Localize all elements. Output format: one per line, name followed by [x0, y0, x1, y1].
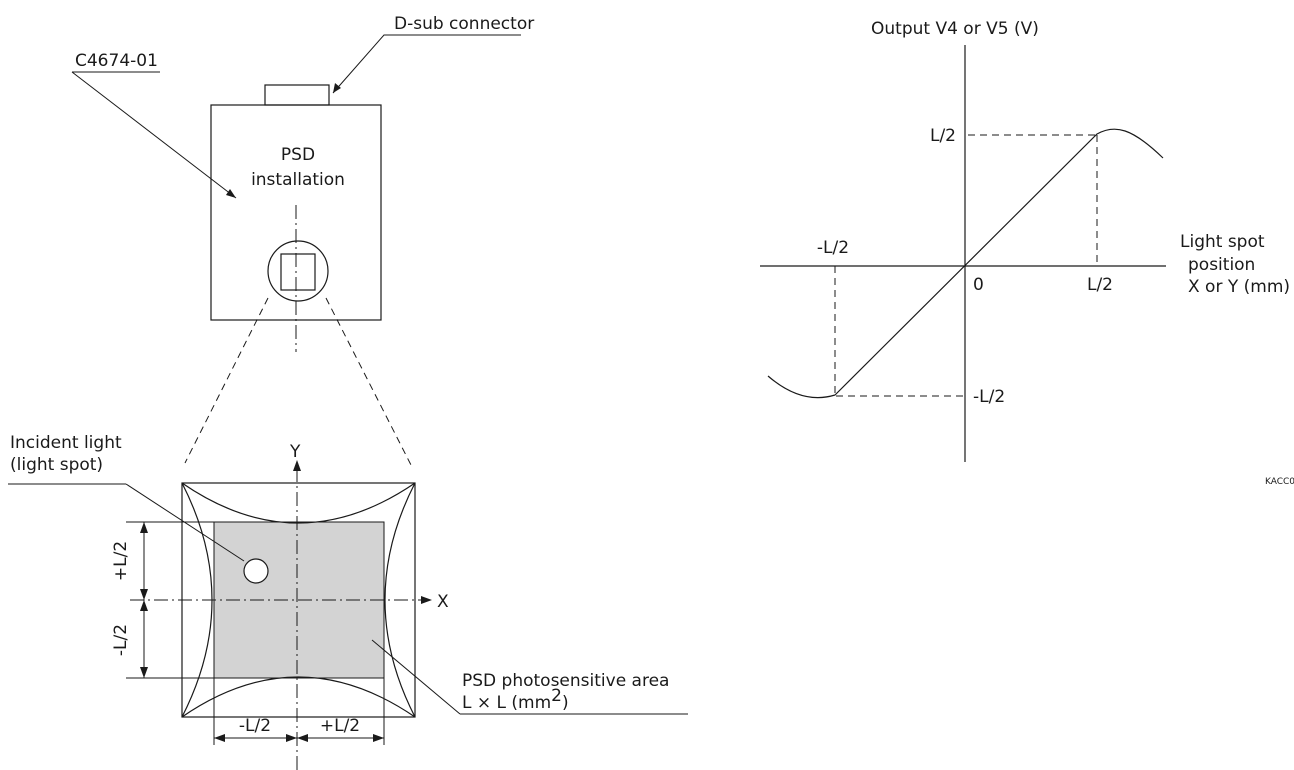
d-sub-connector: [264, 84, 330, 106]
chart-xlabel-line3: X or Y (mm): [1188, 277, 1290, 297]
output-curve: [767, 128, 1164, 399]
zoom-line-left: [184, 297, 269, 464]
chart-xlabel-line1: Light spot: [1180, 232, 1265, 252]
incident-label-line1: Incident light: [10, 433, 122, 453]
sensor-curve-right: [384, 482, 416, 718]
dim-h-arrow-right-icon: [373, 734, 384, 742]
dim-v-arrow-mid-down-icon: [140, 600, 148, 611]
drawing-code-label: KACC0: [1265, 477, 1294, 487]
module-text-installation: installation: [251, 170, 345, 190]
connector-leader: [332, 34, 521, 94]
x-tick-neg-label: -L/2: [817, 238, 849, 258]
dim-v-bottom-label: -L/2: [111, 624, 131, 656]
sensor-curve-top: [181, 482, 416, 524]
chart-ylabel: Output V4 or V5 (V): [871, 19, 1039, 39]
dim-h-left-label: -L/2: [239, 716, 271, 736]
module-text-psd: PSD: [281, 145, 315, 165]
dim-v-arrow-top-icon: [140, 522, 148, 533]
model-label: C4674-01: [75, 51, 158, 71]
connector-leader-arrow-icon: [333, 83, 341, 93]
x-axis-label: X: [437, 592, 449, 612]
area-leader: [371, 639, 461, 715]
area-label-line1: PSD photosensitive area: [462, 671, 669, 691]
sensor-drawing: Y X Incident light (light spot) +L/2 -L/…: [8, 433, 688, 770]
x-axis-arrow-icon: [421, 596, 432, 604]
dim-h-arrow-left-icon: [214, 734, 225, 742]
dim-v-arrow-mid-up-icon: [140, 589, 148, 600]
dim-v-arrow-bottom-icon: [140, 667, 148, 678]
model-leader-diag: [71, 71, 237, 199]
dim-v-top-label: +L/2: [111, 541, 131, 581]
psd-window-circle: [267, 240, 329, 302]
area-label-line2: L × L (mm2): [462, 686, 569, 713]
dim-h-arrow-mid-left-icon: [286, 734, 297, 742]
y-tick-pos-label: L/2: [930, 126, 956, 146]
dim-h-right-label: +L/2: [320, 716, 360, 736]
incident-label-line2: (light spot): [10, 455, 103, 475]
chart-xlabel-line2: position: [1188, 255, 1255, 275]
origin-label: 0: [973, 275, 984, 295]
x-tick-pos-label: L/2: [1087, 275, 1113, 295]
connector-label: D-sub connector: [394, 14, 534, 34]
y-axis-label: Y: [289, 442, 301, 462]
y-axis-arrow-icon: [293, 460, 301, 471]
psd-window-square: [280, 253, 316, 291]
dim-h-arrow-mid-right-icon: [297, 734, 308, 742]
module-drawing: D-sub connector C4674-01 PSD installatio…: [71, 14, 534, 466]
sensor-curve-bottom: [181, 676, 416, 718]
zoom-line-right: [325, 297, 412, 466]
light-spot: [243, 558, 269, 584]
model-leader-arrow-icon: [226, 189, 236, 198]
output-chart: Output V4 or V5 (V) 0 L/2 -L/2 L/2 -L/2 …: [760, 19, 1294, 487]
y-tick-neg-label: -L/2: [973, 387, 1005, 407]
